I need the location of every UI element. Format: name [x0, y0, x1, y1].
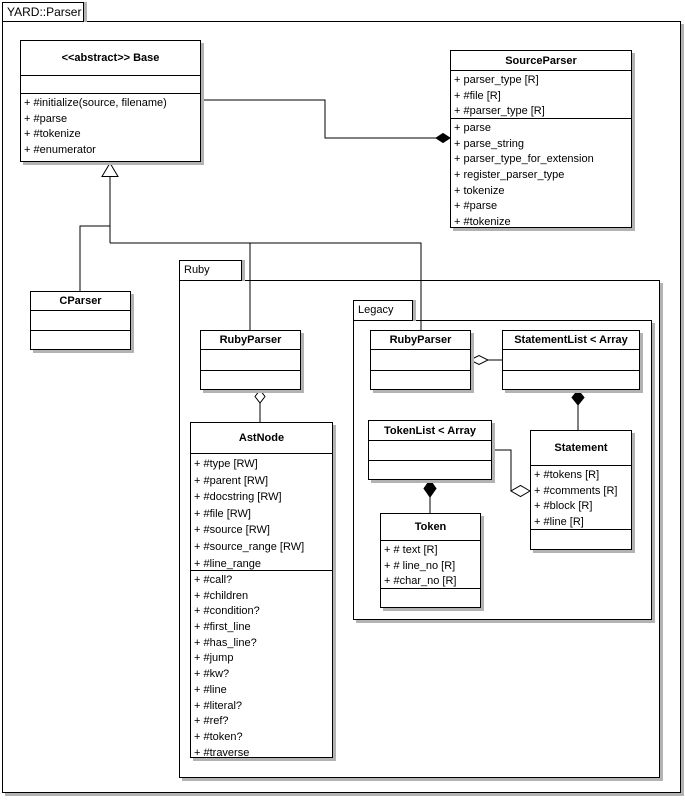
class-legacy-rubyparser-attributes [371, 350, 470, 371]
member: + #condition? [194, 605, 260, 618]
member: + #line_range [194, 557, 261, 570]
class-statement-methods [531, 530, 631, 549]
class-tokenlist[interactable]: TokenList < Array [368, 420, 492, 480]
member: + #call? [194, 574, 233, 586]
class-token-title: Token [381, 514, 480, 541]
class-ruby-rubyparser-methods [201, 371, 300, 389]
member: + parser_type [R] [454, 74, 539, 86]
member: + #enumerator [24, 144, 96, 157]
class-statementlist-title: StatementList < Array [503, 331, 639, 350]
member: + #type [RW] [194, 458, 258, 470]
package-legacy-label[interactable]: Legacy [353, 300, 413, 321]
member: + #literal? [194, 699, 243, 712]
class-statementlist-attributes [503, 350, 639, 371]
member: + #tokenize [454, 216, 511, 227]
package-ruby-label[interactable]: Ruby [179, 260, 242, 281]
member: + parse_string [454, 137, 525, 150]
class-tokenlist-title: TokenList < Array [369, 421, 491, 441]
member: + #comments [R] [534, 484, 618, 497]
member: + #block [R] [534, 500, 593, 513]
class-source-parser-attributes: + parser_type [R] + #file [R] + #parser_… [451, 71, 631, 119]
class-astnode-methods: + #call? + #children + #condition? + #fi… [191, 571, 332, 757]
member: + #source [RW] [194, 524, 270, 537]
class-cparser-attributes [31, 311, 130, 331]
class-statement-title: Statement [531, 431, 631, 466]
diagram-title: YARD::Parser [7, 5, 82, 19]
package-legacy-name: Legacy [358, 304, 394, 316]
class-base[interactable]: <<abstract>> Base + #initialize(source, … [20, 40, 201, 162]
member: + #token? [194, 730, 243, 743]
class-token-attributes: + # text [R] + # line_no [R] + #char_no … [381, 541, 480, 589]
member: + #file [RW] [194, 507, 251, 520]
class-source-parser-methods: + parse + parse_string + parser_type_for… [451, 119, 631, 227]
class-ruby-rubyparser[interactable]: RubyParser [200, 330, 301, 390]
class-astnode[interactable]: AstNode + #type [RW] + #parent [RW] + #d… [190, 422, 333, 758]
member: + # text [R] [384, 544, 438, 556]
member: + #parse [24, 112, 68, 125]
class-cparser-title: CParser [31, 292, 130, 311]
class-token[interactable]: Token + # text [R] + # line_no [R] + #ch… [380, 513, 481, 608]
class-statement[interactable]: Statement + #tokens [R] + #comments [R] … [530, 430, 632, 550]
diagram-tab: YARD::Parser [2, 2, 84, 22]
class-statement-attributes: + #tokens [R] + #comments [R] + #block [… [531, 466, 631, 530]
class-legacy-rubyparser-methods [371, 371, 470, 389]
class-base-title: <<abstract>> Base [21, 41, 200, 76]
class-astnode-title: AstNode [191, 423, 332, 454]
member: + #tokenize [24, 128, 81, 141]
member: + register_parser_type [454, 169, 565, 182]
member: + #tokens [R] [534, 469, 600, 481]
member: + # line_no [R] [384, 559, 456, 572]
member: + #parser_type [R] [454, 105, 545, 118]
class-ruby-rubyparser-attributes [201, 350, 300, 371]
member: + #traverse [194, 746, 250, 757]
member: + parse [454, 122, 491, 134]
member: + #source_range [RW] [194, 540, 305, 553]
member: + #jump [194, 652, 234, 665]
class-legacy-rubyparser[interactable]: RubyParser [370, 330, 471, 390]
class-base-attributes [21, 76, 200, 94]
member: + #ref? [194, 715, 229, 728]
class-source-parser[interactable]: SourceParser + parser_type [R] + #file [… [450, 50, 632, 228]
class-token-methods [381, 589, 480, 607]
member: + #children [194, 589, 249, 602]
class-tokenlist-methods [369, 461, 491, 479]
member: + #file [R] [454, 89, 501, 102]
member: + #has_line? [194, 636, 257, 649]
member: + #line [194, 683, 227, 696]
member: + #parent [RW] [194, 474, 269, 487]
member: + #kw? [194, 668, 230, 681]
class-statementlist-methods [503, 371, 639, 389]
member: + #initialize(source, filename) [24, 97, 167, 109]
member: + #parse [454, 200, 498, 213]
member: + tokenize [454, 184, 505, 197]
class-ruby-rubyparser-title: RubyParser [201, 331, 300, 350]
class-astnode-attributes: + #type [RW] + #parent [RW] + #docstring… [191, 454, 332, 571]
package-ruby-name: Ruby [184, 264, 210, 276]
class-statementlist[interactable]: StatementList < Array [502, 330, 640, 390]
class-cparser[interactable]: CParser [30, 291, 131, 350]
member: + #first_line [194, 621, 251, 634]
member: + #line [R] [534, 516, 584, 529]
member: + #docstring [RW] [194, 491, 282, 504]
member: + #char_no [R] [384, 575, 457, 588]
class-base-methods: + #initialize(source, filename) + #parse… [21, 94, 200, 161]
class-source-parser-title: SourceParser [451, 51, 631, 71]
class-legacy-rubyparser-title: RubyParser [371, 331, 470, 350]
member: + parser_type_for_extension [454, 153, 594, 166]
class-tokenlist-attributes [369, 441, 491, 461]
class-cparser-methods [31, 331, 130, 349]
